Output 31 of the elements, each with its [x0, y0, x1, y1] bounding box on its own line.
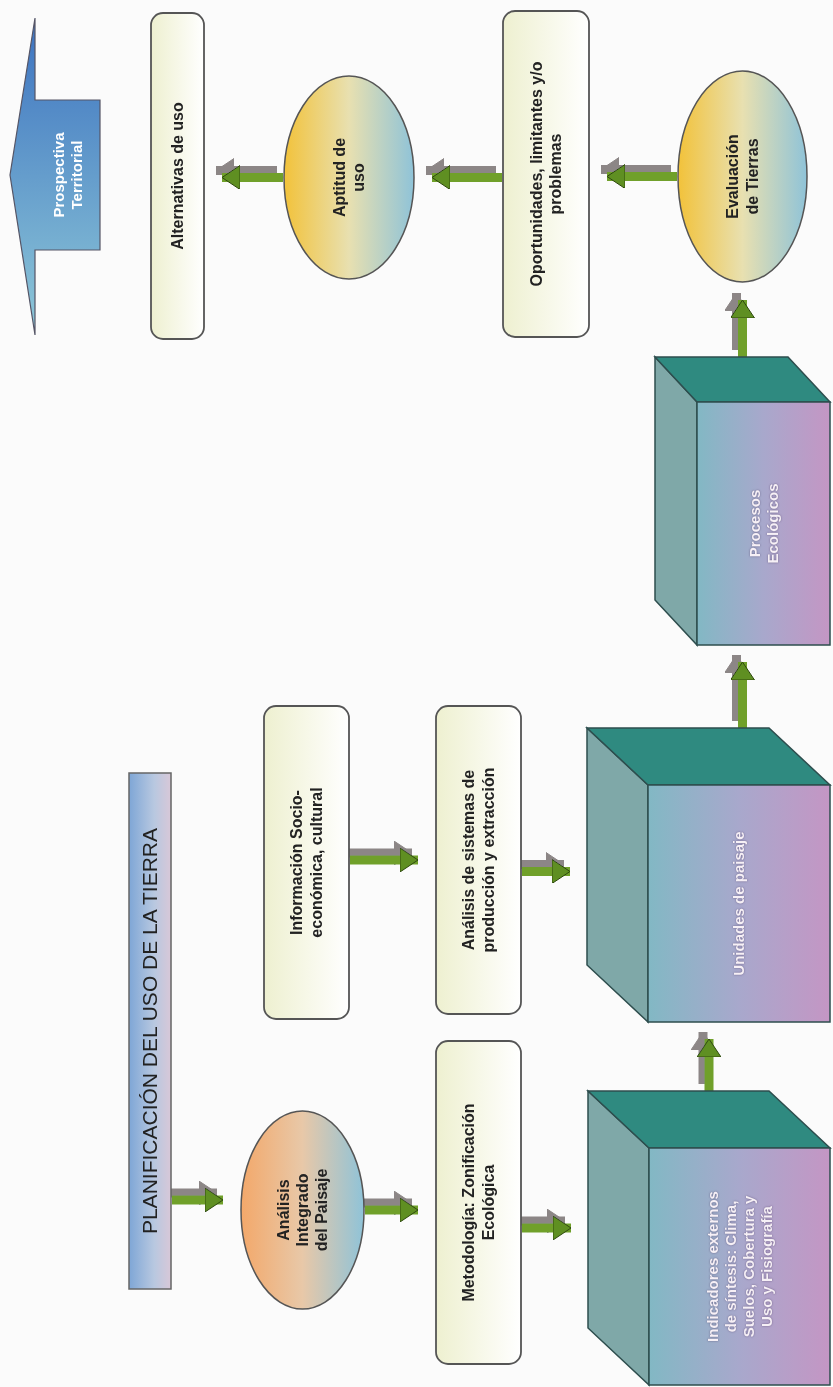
title-text: PLANIFICACIÓN DEL USO DE LA TIERRA	[137, 827, 163, 1235]
node-label: Aptitud de uso	[329, 137, 368, 218]
arrow	[696, 1038, 722, 1091]
process-box	[435, 705, 522, 1015]
node-label: Información Socio-económica, cultural	[287, 786, 326, 940]
arrow	[606, 164, 677, 189]
arrow	[522, 1215, 572, 1241]
process-box	[502, 10, 590, 338]
node-label: Prospectiva Territorial	[49, 131, 86, 220]
arrow	[350, 847, 419, 873]
title-banner	[128, 772, 172, 1290]
arrow	[172, 1187, 224, 1213]
ellipse-node	[677, 70, 808, 283]
process-box	[435, 1040, 522, 1365]
block-arrow	[10, 18, 100, 335]
ellipse-node	[283, 75, 415, 280]
node-label: Alternativas de uso	[167, 102, 187, 250]
arrow	[730, 661, 755, 728]
node-label: Oportunidades, limitantes y/o problemas	[526, 60, 565, 289]
arrow	[431, 165, 502, 190]
arrow	[730, 299, 755, 357]
process-box	[263, 705, 350, 1020]
arrow	[365, 1197, 419, 1223]
arrow	[522, 859, 571, 884]
node-label: Análisis Integrado del Paisaje	[273, 1167, 332, 1254]
ellipse-node	[240, 1110, 365, 1310]
arrow	[221, 165, 283, 190]
node-label: Evaluación de Tierras	[723, 133, 762, 221]
node-label: Metodología: Zonificación Ecológica	[459, 1102, 498, 1303]
process-box	[150, 12, 205, 340]
node-label: Análisis de sistemas de producción y extracción	[459, 766, 498, 955]
